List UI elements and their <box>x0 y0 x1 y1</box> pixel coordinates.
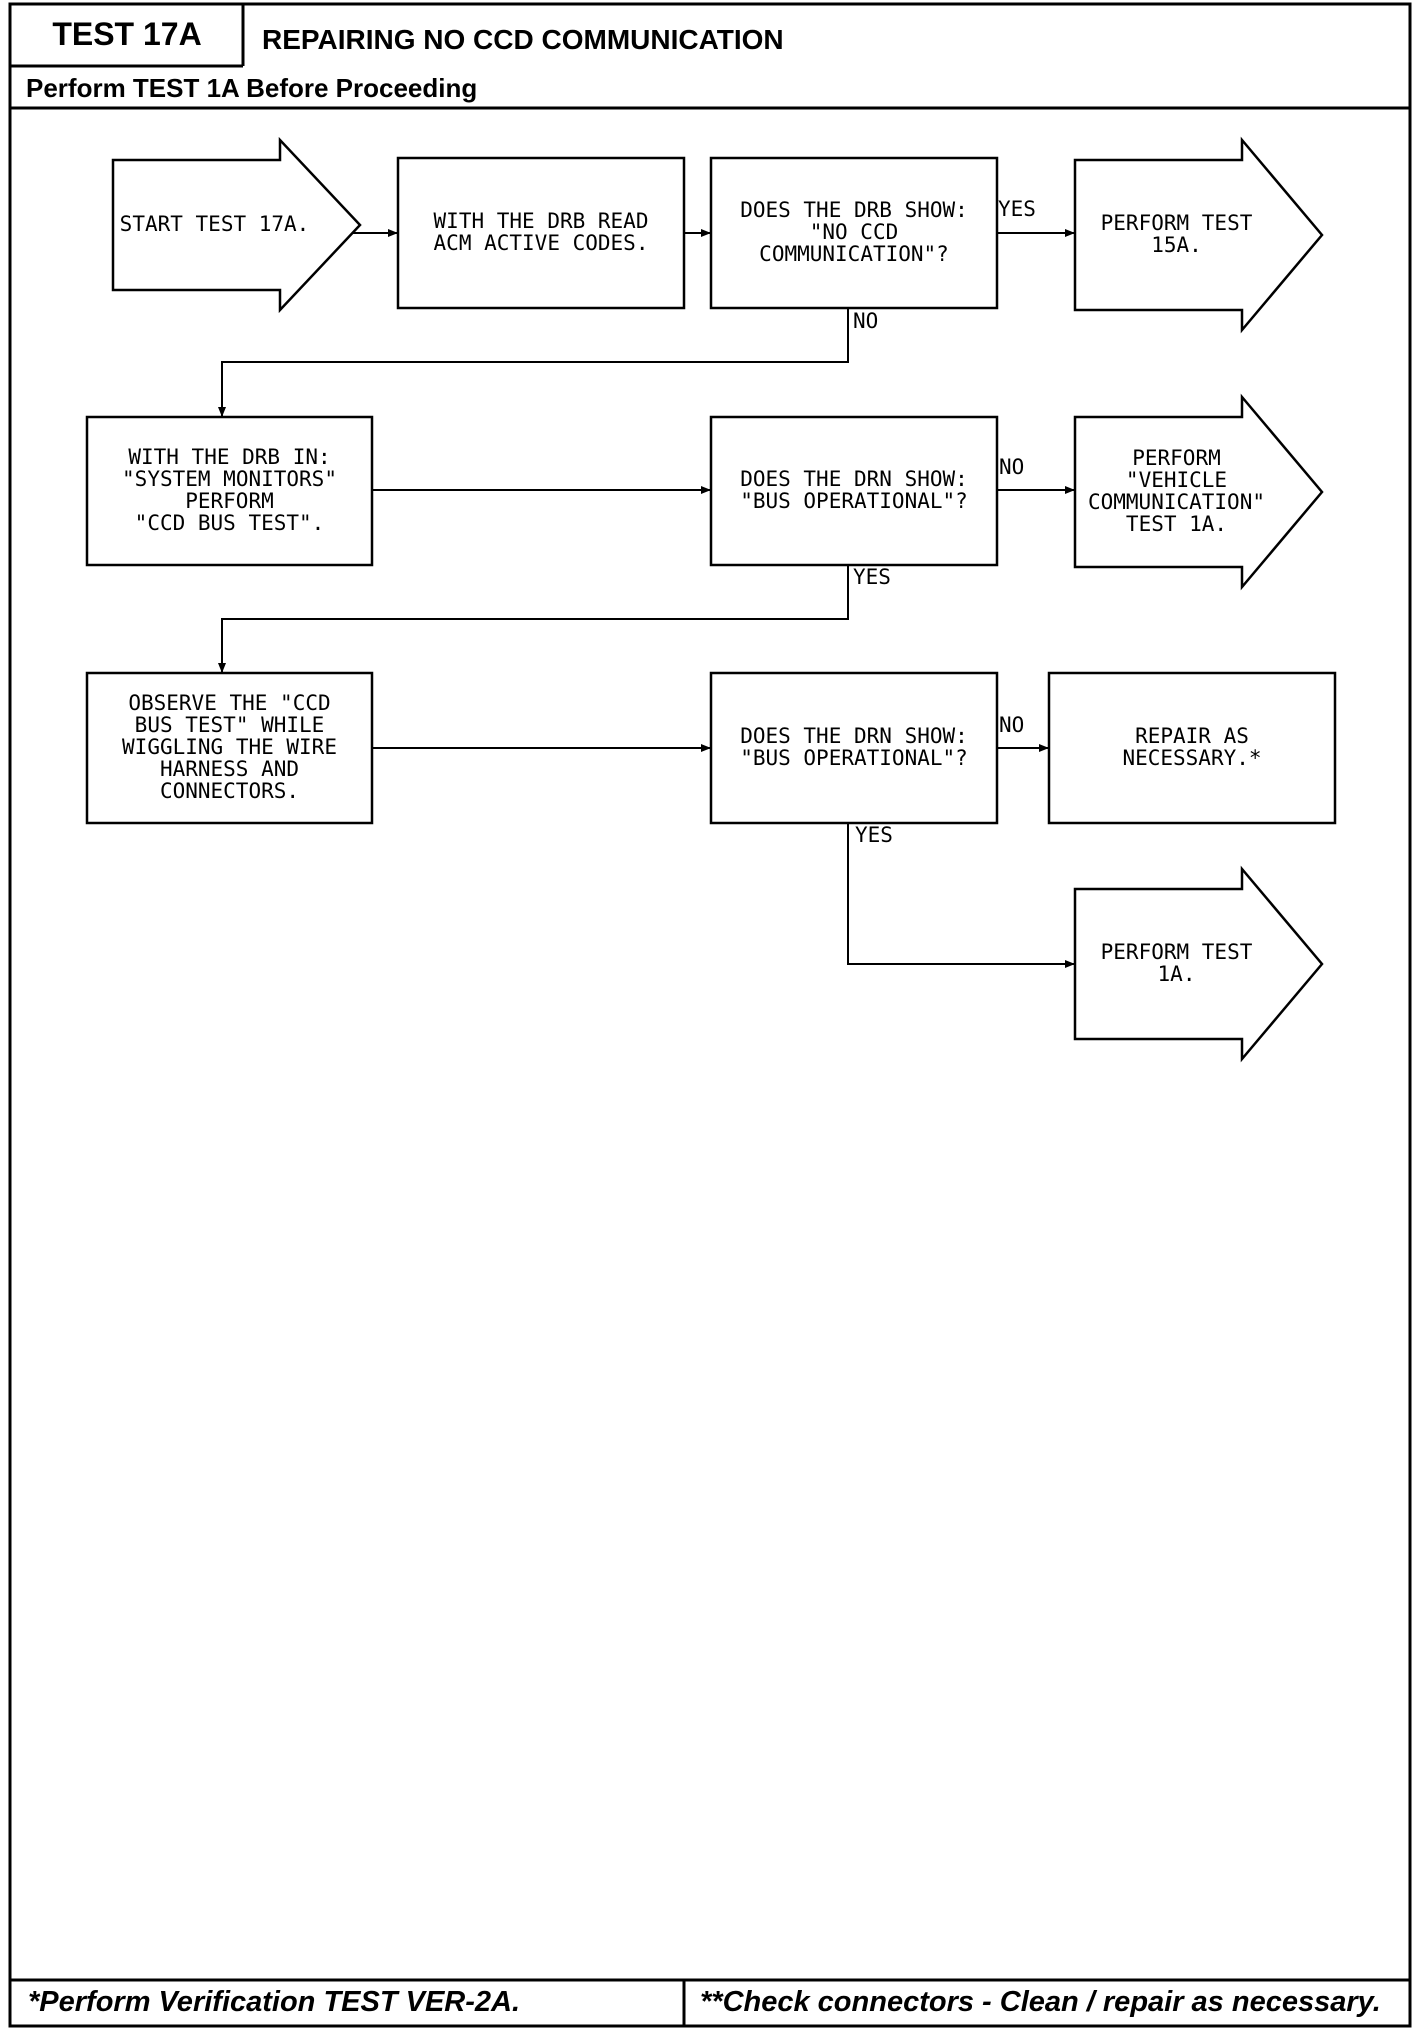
flow-edge-check-bus-2-to-repair: NO <box>997 713 1049 752</box>
flow-node-text: REPAIR AS <box>1135 724 1249 748</box>
arrowhead-icon <box>701 229 711 237</box>
flow-node-text: COMMUNICATION"? <box>759 242 949 266</box>
flow-node-text: START TEST 17A. <box>120 212 310 236</box>
flow-node-text: DOES THE DRN SHOW: <box>740 467 968 491</box>
flow-node-text: OBSERVE THE "CCD <box>128 691 330 715</box>
flow-edge-check-bus-1-to-goto-vehicle-comm: NO <box>997 455 1075 494</box>
arrowhead-icon <box>701 744 711 752</box>
flow-arrow-shape <box>111 136 362 314</box>
flow-edge-label: NO <box>999 455 1024 479</box>
flow-edge-start-to-read-codes <box>353 229 398 237</box>
flow-node-text: 15A. <box>1151 233 1202 257</box>
arrowhead-icon <box>701 486 711 494</box>
flow-node-check-bus-1: DOES THE DRN SHOW:"BUS OPERATIONAL"? <box>709 415 999 567</box>
flow-node-text: HARNESS AND <box>160 757 299 781</box>
flow-node-check-bus-2: DOES THE DRN SHOW:"BUS OPERATIONAL"? <box>709 671 999 825</box>
flow-node-text: "BUS OPERATIONAL"? <box>740 746 968 770</box>
flow-node-bus-test: WITH THE DRB IN:"SYSTEM MONITORS"PERFORM… <box>85 415 374 567</box>
flow-node-text: ACM ACTIVE CODES. <box>434 231 649 255</box>
arrowhead-icon <box>1065 229 1075 237</box>
flow-arrow-shape <box>1073 393 1324 591</box>
footer-verification-note: *Perform Verification TEST VER-2A. <box>28 1986 521 2018</box>
flow-connector <box>221 308 849 417</box>
flow-node-text: DOES THE DRB SHOW: <box>740 198 968 222</box>
flow-edge-bus-test-to-check-bus-1 <box>372 486 711 494</box>
flow-edge-label: NO <box>853 309 878 333</box>
arrowhead-icon <box>218 407 226 417</box>
flow-node-text: PERFORM <box>1132 446 1221 470</box>
flow-node-text: WITH THE DRB READ <box>434 209 649 233</box>
flow-edge-read-codes-to-check-ccd <box>684 229 711 237</box>
arrowhead-icon <box>218 663 226 673</box>
flow-edge-label: NO <box>999 713 1024 737</box>
flow-node-text: TEST 1A. <box>1126 512 1227 536</box>
footer-connector-note: **Check connectors - Clean / repair as n… <box>700 1986 1381 2018</box>
arrowhead-icon <box>1065 486 1075 494</box>
flow-edge-label: YES <box>855 823 893 847</box>
flow-connector <box>221 565 849 673</box>
test-id: TEST 17A <box>52 16 202 52</box>
flow-node-text: "CCD BUS TEST". <box>135 511 325 535</box>
flow-node-text: PERFORM TEST <box>1101 211 1253 235</box>
flow-node-text: PERFORM <box>185 489 274 513</box>
flow-node-text: WITH THE DRB IN: <box>128 445 330 469</box>
flow-node-text: BUS TEST" WHILE <box>135 713 325 737</box>
flow-node-text: PERFORM TEST <box>1101 940 1253 964</box>
outer-border <box>8 2 1412 2028</box>
flow-edge-check-bus-2-to-goto-1a: YES <box>847 823 1075 968</box>
flow-node-text: 1A. <box>1158 962 1196 986</box>
flow-arrow-shape <box>1073 865 1324 1063</box>
flow-node-text: "BUS OPERATIONAL"? <box>740 489 968 513</box>
flow-edge-check-ccd-to-bus-test: NO <box>218 308 878 417</box>
flow-node-text: CONNECTORS. <box>160 779 299 803</box>
flow-edge-label: YES <box>853 565 891 589</box>
flow-node-text: DOES THE DRN SHOW: <box>740 724 968 748</box>
test-title: REPAIRING NO CCD COMMUNICATION <box>262 24 784 55</box>
flow-edge-label: YES <box>998 197 1036 221</box>
flow-connector <box>847 823 1075 965</box>
flow-edge-check-ccd-to-goto-15a: YES <box>997 197 1075 237</box>
flow-arrow-shape <box>1073 136 1324 334</box>
flow-edge-wiggle-test-to-check-bus-2 <box>372 744 711 752</box>
flow-edge-check-bus-1-to-wiggle-test: YES <box>218 565 891 673</box>
flow-node-text: NECESSARY.* <box>1122 746 1261 770</box>
flow-node-text: "VEHICLE <box>1126 468 1227 492</box>
flow-node-text: WIGGLING THE WIRE <box>122 735 337 759</box>
arrowhead-icon <box>1039 744 1049 752</box>
flow-node-text: "SYSTEM MONITORS" <box>122 467 337 491</box>
flow-node-start: START TEST 17A. <box>111 136 362 314</box>
arrowhead-icon <box>388 229 398 237</box>
prerequisite-note: Perform TEST 1A Before Proceeding <box>26 73 478 103</box>
flow-node-text: "NO CCD <box>810 220 899 244</box>
arrowhead-icon <box>1065 960 1075 968</box>
flow-node-text: COMMUNICATION" <box>1088 490 1265 514</box>
